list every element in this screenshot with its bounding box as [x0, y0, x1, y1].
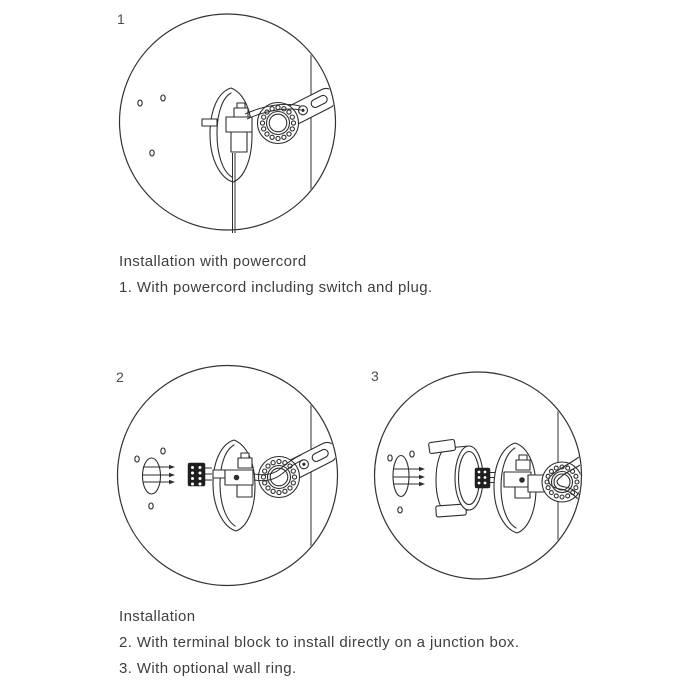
diagram-circle — [373, 371, 583, 580]
mounting-plate — [493, 442, 537, 534]
figure-2-number: 2 — [116, 369, 125, 385]
caption-powercord: Installation with powercord 1. With powe… — [119, 249, 684, 301]
figure-2 — [116, 364, 339, 587]
junction-box-hole — [141, 457, 162, 495]
screw-holes — [137, 94, 166, 157]
knurled-ring — [256, 101, 300, 145]
knurled-ring — [541, 461, 581, 503]
caption-installation-title: Installation — [119, 608, 196, 625]
junction-box-hole — [392, 454, 410, 498]
figure-1 — [116, 13, 339, 236]
cord-over-arm — [244, 103, 302, 120]
figure-1-illustration — [118, 13, 337, 233]
screw-holes — [387, 450, 415, 514]
figure-3 — [373, 371, 583, 581]
cord-over-arm — [253, 454, 304, 482]
caption-installation: Installation 2. With terminal block to i… — [119, 604, 684, 682]
caption-installation-step-2: 2. With terminal block to install direct… — [119, 634, 520, 651]
screw-holes — [134, 447, 166, 510]
mounting-plate — [212, 439, 256, 532]
terminal-block — [474, 467, 496, 489]
caption-installation-step-3: 3. With optional wall ring. — [119, 660, 297, 677]
figure-3-illustration — [373, 371, 583, 580]
figure-3-number: 3 — [371, 368, 380, 384]
wires — [393, 466, 425, 487]
diagram-circle — [116, 364, 339, 587]
powercord — [232, 153, 236, 233]
knurled-ring — [257, 455, 301, 499]
caption-powercord-step-1: 1. With powercord including switch and p… — [119, 279, 433, 296]
curved-arm-band — [548, 456, 581, 502]
caption-powercord-title: Installation with powercord — [119, 253, 307, 270]
figure-1-number: 1 — [117, 11, 126, 27]
mounting-plate — [201, 87, 253, 183]
wires — [143, 464, 175, 485]
figure-2-illustration — [116, 364, 339, 587]
diagram-circle — [118, 13, 337, 231]
terminal-block — [187, 462, 212, 487]
